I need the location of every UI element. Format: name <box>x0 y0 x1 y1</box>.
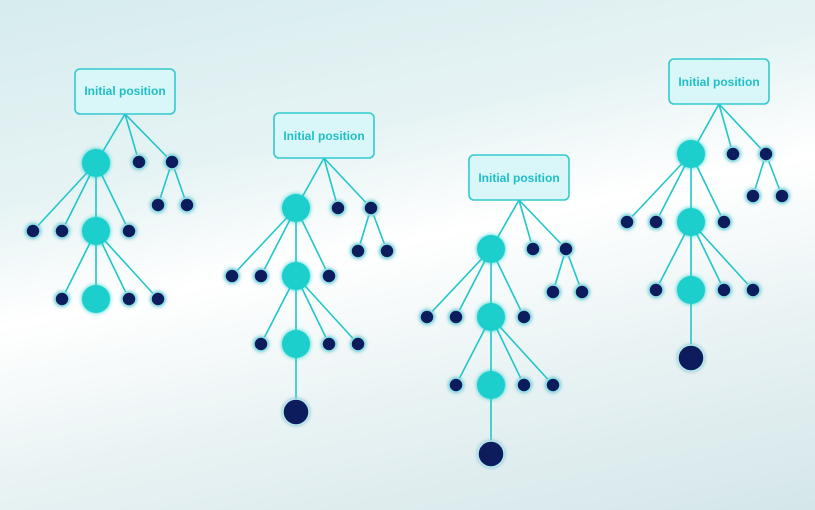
tree-node <box>558 241 574 257</box>
tree-2-edges <box>231 157 388 412</box>
tree-node <box>677 276 705 304</box>
tree-node <box>477 440 505 468</box>
tree-1-label: Initial position <box>74 68 176 115</box>
tree-2: Initial position <box>224 112 395 426</box>
tree-node <box>448 377 464 393</box>
tree-node <box>150 197 166 213</box>
tree-node <box>54 291 70 307</box>
tree-2-label-box <box>273 112 375 159</box>
tree-4-label-box <box>668 58 770 105</box>
tree-3-edges <box>426 199 583 454</box>
tree-node <box>121 291 137 307</box>
tree-node <box>716 282 732 298</box>
tree-node <box>745 282 761 298</box>
tree-node <box>758 146 774 162</box>
tree-node <box>774 188 790 204</box>
tree-node <box>321 268 337 284</box>
tree-node <box>224 268 240 284</box>
tree-node <box>82 217 110 245</box>
tree-node <box>379 243 395 259</box>
tree-node <box>545 377 561 393</box>
tree-1-label-text: Initial position <box>84 84 165 98</box>
tree-node <box>54 223 70 239</box>
tree-node <box>677 208 705 236</box>
tree-node <box>619 214 635 230</box>
tree-node <box>745 188 761 204</box>
tree-node <box>25 223 41 239</box>
tree-node <box>282 398 310 426</box>
tree-node <box>716 214 732 230</box>
tree-node <box>321 336 337 352</box>
tree-1: Initial position <box>25 68 195 313</box>
tree-node <box>282 194 310 222</box>
tree-4: Initial position <box>619 58 790 372</box>
tree-node <box>121 223 137 239</box>
tree-3-label-box <box>468 154 570 201</box>
tree-node <box>516 309 532 325</box>
tree-node <box>419 309 435 325</box>
tree-3-nodes <box>419 235 590 468</box>
tree-node <box>725 146 741 162</box>
tree-node <box>330 200 346 216</box>
tree-node <box>350 336 366 352</box>
tree-2-nodes <box>224 194 395 426</box>
tree-2-label-text: Initial position <box>283 129 364 143</box>
tree-node <box>150 291 166 307</box>
tree-node <box>648 282 664 298</box>
tree-node <box>677 344 705 372</box>
tree-1-label-box <box>74 68 176 115</box>
tree-node <box>677 140 705 168</box>
tree-node <box>282 330 310 358</box>
tree-2-label: Initial position <box>273 112 375 159</box>
tree-3-label-text: Initial position <box>478 171 559 185</box>
tree-4-nodes <box>619 140 790 372</box>
tree-node <box>179 197 195 213</box>
tree-node <box>363 200 379 216</box>
tree-1-nodes <box>25 149 195 313</box>
tree-4-label: Initial position <box>668 58 770 105</box>
tree-node <box>477 235 505 263</box>
tree-4-label-text: Initial position <box>678 75 759 89</box>
tree-node <box>574 284 590 300</box>
tree-node <box>350 243 366 259</box>
tree-node <box>545 284 561 300</box>
tree-node <box>477 371 505 399</box>
tree-node <box>253 268 269 284</box>
tree-node <box>525 241 541 257</box>
tree-node <box>282 262 310 290</box>
tree-node <box>82 149 110 177</box>
tree-3-label: Initial position <box>468 154 570 201</box>
tree-node <box>164 154 180 170</box>
tree-node <box>253 336 269 352</box>
tree-node <box>448 309 464 325</box>
tree-node <box>516 377 532 393</box>
tree-node <box>131 154 147 170</box>
tree-node <box>648 214 664 230</box>
tree-node <box>477 303 505 331</box>
tree-node <box>82 285 110 313</box>
tree-4-edges <box>626 103 783 358</box>
tree-3: Initial position <box>419 154 590 468</box>
